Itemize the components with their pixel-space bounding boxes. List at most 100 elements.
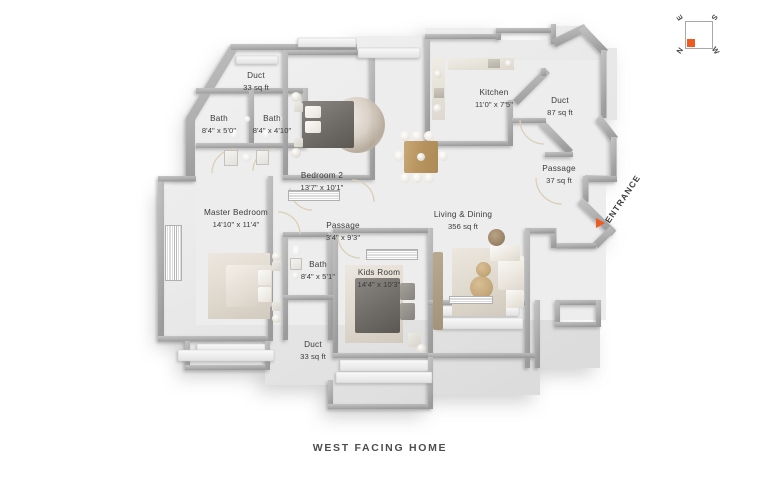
sink-bath-2 [276, 116, 282, 122]
compass-rose: E S N W [674, 12, 722, 58]
room-label-living-dining: Living & Dining 356 sq ft [434, 209, 492, 233]
dining-chair-6 [424, 173, 434, 183]
shower-bath-1 [224, 150, 238, 166]
coffee-table-small [476, 262, 491, 277]
dining-chair-2 [412, 131, 422, 141]
dining-chair-7 [394, 151, 404, 161]
room-label-bedroom-2: Bedroom 2 13'7" x 10'1" [301, 170, 344, 194]
room-name: Bedroom 2 [300, 171, 344, 180]
coffee-table-large [470, 276, 493, 299]
window-kids-room [366, 249, 418, 260]
nightstand-bedroom-2-b [294, 138, 303, 147]
window-living-bottom [449, 296, 493, 304]
room-dimension: 8'4" x 5'0" [201, 126, 237, 135]
room-label-duct-right: Duct 87 sq ft [547, 95, 573, 119]
room-name: Duct [247, 71, 265, 80]
toilet-bath-1 [230, 128, 238, 139]
toilet-bath-2 [262, 128, 270, 139]
dining-chair-1 [400, 131, 410, 141]
pillow-master-b [258, 287, 271, 302]
nightstand-master-b [272, 302, 281, 311]
entrance-arrow-icon [596, 218, 605, 228]
plan-caption: WEST FACING HOME [312, 442, 448, 454]
side-table-kids [408, 333, 421, 347]
room-dimension: 33 sq ft [243, 83, 269, 92]
kitchen-hob [488, 59, 500, 68]
pillow-kids-b [400, 303, 415, 320]
window-bedroom-2 [288, 190, 340, 201]
kitchen-sink [434, 88, 444, 98]
room-name: Living & Dining [433, 210, 493, 219]
compass-label-north: N [674, 45, 686, 56]
entrance-marker: ENTRANCE [596, 173, 666, 258]
sink-bath-3 [292, 272, 299, 279]
room-name: Kitchen [479, 88, 509, 97]
dining-chair-8 [438, 151, 448, 161]
pillow-master-a [258, 270, 271, 285]
window-master-bedroom [165, 225, 182, 281]
dining-pendant [417, 153, 425, 161]
lamp-bedroom-2-a [291, 92, 301, 102]
room-dimension: 8'4" x 4'10" [252, 126, 292, 135]
basin-bath-1 [242, 153, 251, 162]
toilet-bath-3 [292, 245, 300, 256]
lamp-master-b [272, 314, 281, 323]
room-name: Bath [309, 260, 327, 269]
room-dimension: 33 sq ft [300, 352, 326, 361]
console-living [506, 290, 524, 308]
compass-label-east: E [674, 12, 685, 23]
sink-bath-1 [244, 116, 250, 122]
room-label-kids-room: Kids Room 14'4" x 10'3" [358, 267, 401, 291]
room-dimension: 13'7" x 10'1" [300, 183, 344, 192]
bed-kids-room [355, 278, 400, 333]
room-label-duct-top: Duct 33 sq ft [243, 70, 269, 94]
room-label-duct-bottom: Duct 33 sq ft [300, 339, 326, 363]
plant-living [488, 229, 505, 246]
kitchen-fixture-c [505, 60, 512, 67]
room-label-bath-1: Bath 8'4" x 5'0" [202, 113, 236, 137]
room-dimension: 14'10" x 11'4" [212, 220, 260, 229]
lamp-bedroom-2-b [291, 148, 301, 158]
room-dimension: 14'4" x 10'3" [357, 280, 401, 289]
dining-chair-3 [424, 131, 434, 141]
room-dimension: 87 sq ft [547, 108, 573, 117]
compass-orientation-marker [687, 39, 695, 47]
room-label-master-bedroom: Master Bedroom 14'10" x 11'4" [204, 207, 268, 231]
room-name: Bath [210, 114, 228, 123]
room-name: Duct [304, 340, 322, 349]
room-name: Duct [551, 96, 569, 105]
room-dimension: 11'0" x 7'5" [474, 100, 514, 109]
room-dimension: 3'4" x 9'3" [325, 233, 361, 242]
room-label-kitchen: Kitchen 11'0" x 7'5" [475, 87, 513, 111]
nightstand-master-a [272, 262, 281, 271]
sofa-living-main [498, 256, 524, 290]
room-dimension: 37 sq ft [546, 176, 572, 185]
lamp-kids-room [417, 344, 426, 353]
kitchen-fixture-b [433, 104, 442, 113]
lamp-master-a [272, 252, 281, 261]
room-label-passage-main: Passage 3'4" x 9'3" [326, 220, 360, 244]
nightstand-bedroom-2-a [294, 103, 303, 112]
room-dimension: 356 sq ft [447, 222, 479, 231]
room-name: Kids Room [357, 268, 401, 277]
pillow-bedroom-2-a [305, 106, 321, 118]
shower-bath-3 [290, 258, 302, 270]
wardrobe-kids-room [433, 252, 443, 330]
room-label-bath-2: Bath 8'4" x 4'10" [253, 113, 292, 137]
room-name: Passage [542, 164, 576, 173]
room-dimension: 8'4" x 5'1" [300, 272, 336, 281]
dining-chair-4 [400, 173, 410, 183]
balcony-elements [177, 37, 524, 384]
room-label-bath-3: Bath 8'4" x 5'1" [301, 259, 335, 283]
room-label-passage-right: Passage 37 sq ft [542, 163, 576, 187]
pillow-bedroom-2-b [305, 121, 321, 133]
kitchen-fixture-a [434, 70, 442, 78]
shower-bath-2 [256, 150, 269, 165]
dining-chair-5 [412, 173, 422, 183]
room-name: Passage [326, 221, 360, 230]
room-name: Master Bedroom [203, 208, 269, 217]
pillow-kids-a [400, 283, 415, 300]
room-name: Bath [263, 114, 281, 123]
